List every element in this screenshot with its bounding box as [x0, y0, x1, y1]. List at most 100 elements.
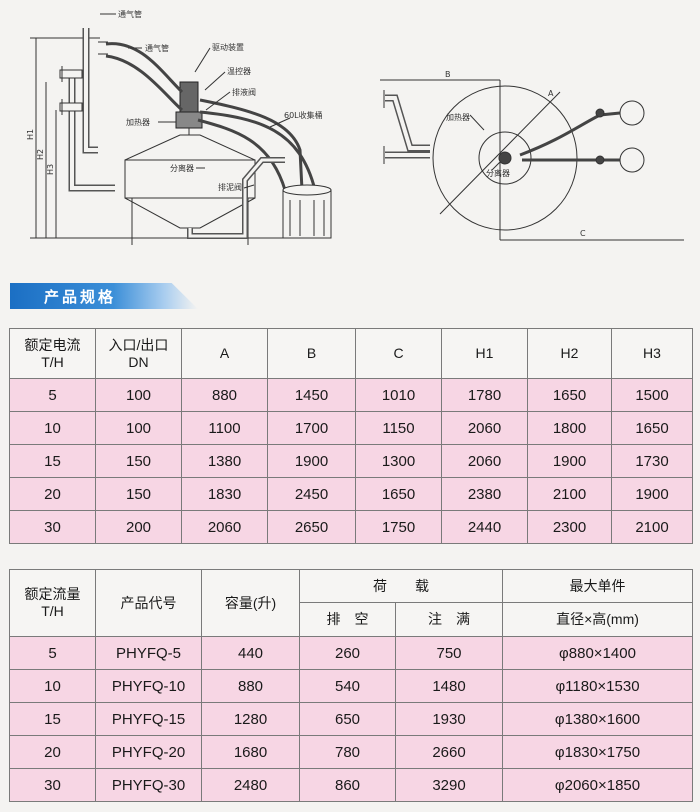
table-cell: 1380	[181, 444, 268, 478]
table-cell: 540	[299, 669, 396, 703]
label-plan-heater: 加热器	[446, 112, 470, 122]
collector-bucket	[282, 189, 332, 239]
table-row: 5 100 880 1450 1010 1780 1650 1500	[9, 378, 693, 412]
table-cell: 2450	[267, 477, 356, 511]
table-cell: 2060	[441, 444, 528, 478]
table-cell: 2380	[441, 477, 528, 511]
table-cell: 1650	[355, 477, 442, 511]
table-cell: 150	[95, 477, 182, 511]
table-cell: PHYFQ-20	[95, 735, 202, 769]
table1-header-cell: H3	[611, 328, 693, 379]
section-title-bar	[10, 283, 198, 309]
table-cell: 440	[201, 636, 300, 670]
label-collector: 60L收集桶	[284, 110, 323, 120]
table-cell: 15	[9, 444, 96, 478]
table-cell: 1280	[201, 702, 300, 736]
table-cell: 2060	[441, 411, 528, 445]
table-cell: 30	[9, 510, 96, 544]
table-cell: 10	[9, 411, 96, 445]
table-cell: 10	[9, 669, 96, 703]
label-vent-pipe-2: 通气管	[145, 43, 169, 53]
table2-header-full: 注 满	[395, 602, 503, 637]
section-title-banner: 产品规格	[10, 283, 198, 309]
table-cell: φ1180×1530	[502, 669, 693, 703]
table-cell: 780	[299, 735, 396, 769]
label-dim-b: B	[445, 70, 451, 79]
table-cell: φ2060×1850	[502, 768, 693, 802]
table-cell: 2650	[267, 510, 356, 544]
table-cell: 1480	[395, 669, 503, 703]
table-cell: φ1830×1750	[502, 735, 693, 769]
table-cell: 880	[181, 378, 268, 412]
table-cell: 3290	[395, 768, 503, 802]
table1-header-cell: 入口/出口 DN	[95, 328, 182, 379]
label-temp-ctrl: 温控器	[227, 66, 251, 76]
table-cell: 2660	[395, 735, 503, 769]
table-cell: 150	[95, 444, 182, 478]
table-row: 10 100 1100 1700 1150 2060 1800 1650	[9, 411, 693, 445]
table-cell: 5	[9, 636, 96, 670]
table1-header-cell: H2	[527, 328, 612, 379]
label-h1: H1	[26, 129, 35, 140]
table2-header-flow: 额定流量 T/H	[9, 569, 96, 637]
table1-header-cell: H1	[441, 328, 528, 379]
label-dim-c: C	[580, 229, 586, 238]
table2-header-load: 荷 载	[299, 569, 503, 603]
plan-tank-outline	[432, 85, 578, 231]
table-cell: 1450	[267, 378, 356, 412]
label-dim-a: A	[548, 89, 554, 98]
table-cell: 1900	[267, 444, 356, 478]
table-cell: 20	[9, 735, 96, 769]
table-cell: 1900	[527, 444, 612, 478]
table-cell: 860	[299, 768, 396, 802]
label-drive: 驱动装置	[212, 42, 244, 52]
technical-diagram: 通气管 通气管 驱动装置 温控器 排液阀 加热器 60L收集桶 分离器 排泥阀 …	[26, 9, 684, 245]
table-cell: 20	[9, 477, 96, 511]
table-cell: 1650	[527, 378, 612, 412]
table-cell: 650	[299, 702, 396, 736]
table-cell: 2440	[441, 510, 528, 544]
table2-header-capacity: 容量(升)	[201, 569, 300, 637]
table-row: 20 PHYFQ-20 1680 780 2660 φ1830×1750	[9, 735, 693, 769]
table-row: 15 150 1380 1900 1300 2060 1900 1730	[9, 444, 693, 478]
table-cell: PHYFQ-30	[95, 768, 202, 802]
table2-header-max-unit: 最大单件	[502, 569, 693, 603]
table-cell: 100	[95, 411, 182, 445]
table2-header-dims: 直径×高(mm)	[502, 602, 693, 637]
table2-header-row: 额定流量 T/H 产品代号 容量(升) 荷 载 最大单件	[9, 569, 693, 637]
table-cell: 1750	[355, 510, 442, 544]
table-cell: 200	[95, 510, 182, 544]
table1-header-cell: C	[355, 328, 442, 379]
label-h3: H3	[46, 164, 55, 175]
table2-header-empty: 排 空	[299, 602, 396, 637]
table-row: 20 150 1830 2450 1650 2380 2100 1900	[9, 477, 693, 511]
table-cell: 1800	[527, 411, 612, 445]
table-cell: 2100	[611, 510, 693, 544]
table-cell: 1680	[201, 735, 300, 769]
table-cell: φ1380×1600	[502, 702, 693, 736]
plan-outlet-bottom	[619, 147, 645, 173]
capacity-table: 额定流量 T/H 产品代号 容量(升) 荷 载 最大单件 排 空 注 满 直径×…	[9, 569, 693, 802]
table-cell: 2480	[201, 768, 300, 802]
table-cell: 30	[9, 768, 96, 802]
table-row: 15 PHYFQ-15 1280 650 1930 φ1380×1600	[9, 702, 693, 736]
table-row: 10 PHYFQ-10 880 540 1480 φ1180×1530	[9, 669, 693, 703]
inlet-flange	[59, 69, 83, 79]
table-cell: 1500	[611, 378, 693, 412]
table-cell: PHYFQ-15	[95, 702, 202, 736]
table-cell: 1150	[355, 411, 442, 445]
table-cell: 1700	[267, 411, 356, 445]
section-title: 产品规格	[44, 288, 117, 306]
table-row: 30 PHYFQ-30 2480 860 3290 φ2060×1850	[9, 768, 693, 802]
table-cell: 1100	[181, 411, 268, 445]
table-cell: 1010	[355, 378, 442, 412]
label-h2: H2	[36, 149, 45, 160]
outlet-flange	[59, 102, 83, 112]
table1-header-cell: B	[267, 328, 356, 379]
dimensions-table: 额定电流 T/H 入口/出口 DN A B C H1 H2 H3 5 100 8…	[9, 328, 693, 544]
table-cell: 2060	[181, 510, 268, 544]
label-sludge-valve: 排泥阀	[218, 182, 242, 192]
table-cell: 1650	[611, 411, 693, 445]
separator-tank	[124, 159, 256, 199]
cable-1	[105, 42, 184, 94]
